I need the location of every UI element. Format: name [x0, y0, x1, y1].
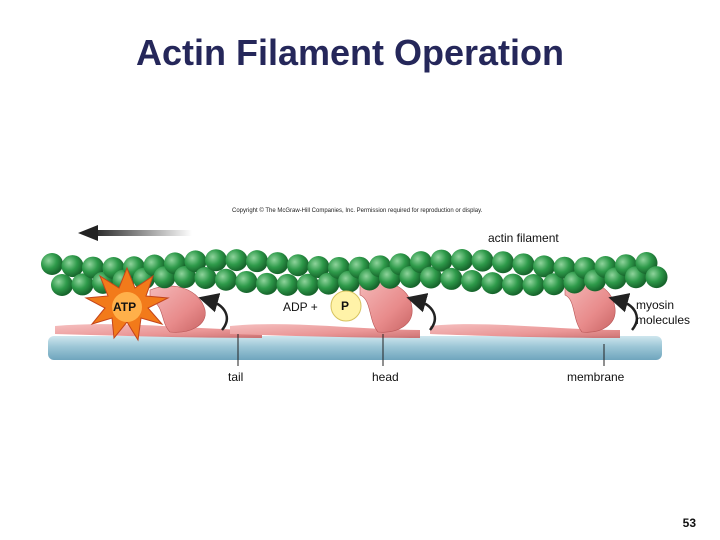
actin-bead: [645, 266, 668, 289]
actin-bead: [492, 251, 514, 274]
adp-label: ADP +: [283, 300, 318, 314]
actin-bead: [71, 273, 94, 296]
actin-bead: [194, 266, 217, 289]
actin-bead: [246, 250, 268, 273]
actin-bead: [225, 249, 248, 272]
movement-arrow: [78, 225, 192, 241]
actin-bead: [512, 253, 535, 276]
actin-bead: [41, 253, 63, 275]
phosphate-label: P: [341, 299, 350, 313]
actin-bead: [307, 256, 330, 279]
actin-bead: [317, 272, 340, 295]
membrane-label: membrane: [567, 370, 625, 384]
copyright-notice: Copyright © The McGraw-Hill Companies, I…: [232, 208, 483, 214]
actin-bead: [297, 273, 319, 296]
actin-bead: [543, 273, 565, 296]
actin-bead: [215, 268, 237, 291]
atp-burst-icon: [84, 266, 170, 342]
actin-bead: [174, 266, 196, 289]
leader-lines: [237, 334, 605, 366]
actin-bead: [440, 267, 463, 290]
actin-bead: [451, 249, 473, 272]
actin-bead: [461, 270, 483, 293]
actin-filament-label: actin filament: [488, 231, 559, 245]
myosin-heads: [149, 281, 616, 333]
power-stroke-arrows: [198, 293, 638, 331]
actin-bead: [420, 266, 442, 289]
actin-bead: [430, 249, 453, 272]
myosin-tails: [55, 324, 620, 338]
actin-bead: [61, 255, 84, 278]
atp-label: ATP: [113, 300, 137, 314]
actin-bead: [266, 252, 289, 275]
myosin-label-line2: molecules: [636, 313, 691, 327]
slide-title: Actin Filament Operation: [135, 32, 565, 73]
myosin-molecules-label: myosin molecules: [636, 298, 690, 328]
actin-bead: [205, 249, 227, 272]
actin-bead: [51, 274, 73, 296]
actin-bead: [235, 270, 258, 293]
actin-bead: [287, 254, 309, 277]
membrane-band: [48, 336, 662, 360]
myosin-label-line1: myosin: [636, 298, 675, 312]
actin-filament: [41, 249, 668, 296]
actin-bead: [471, 249, 494, 272]
tail-label: tail: [228, 370, 244, 384]
phosphate-circle: [330, 290, 362, 322]
head-label: head: [372, 370, 399, 384]
actin-bead: [184, 250, 207, 273]
actin-bead: [256, 272, 278, 295]
actin-bead: [481, 272, 504, 295]
page-number: 53: [682, 516, 696, 530]
actin-bead: [522, 273, 545, 296]
actin-bead: [533, 255, 555, 278]
actin-bead: [502, 273, 524, 296]
actin-bead: [276, 273, 299, 296]
